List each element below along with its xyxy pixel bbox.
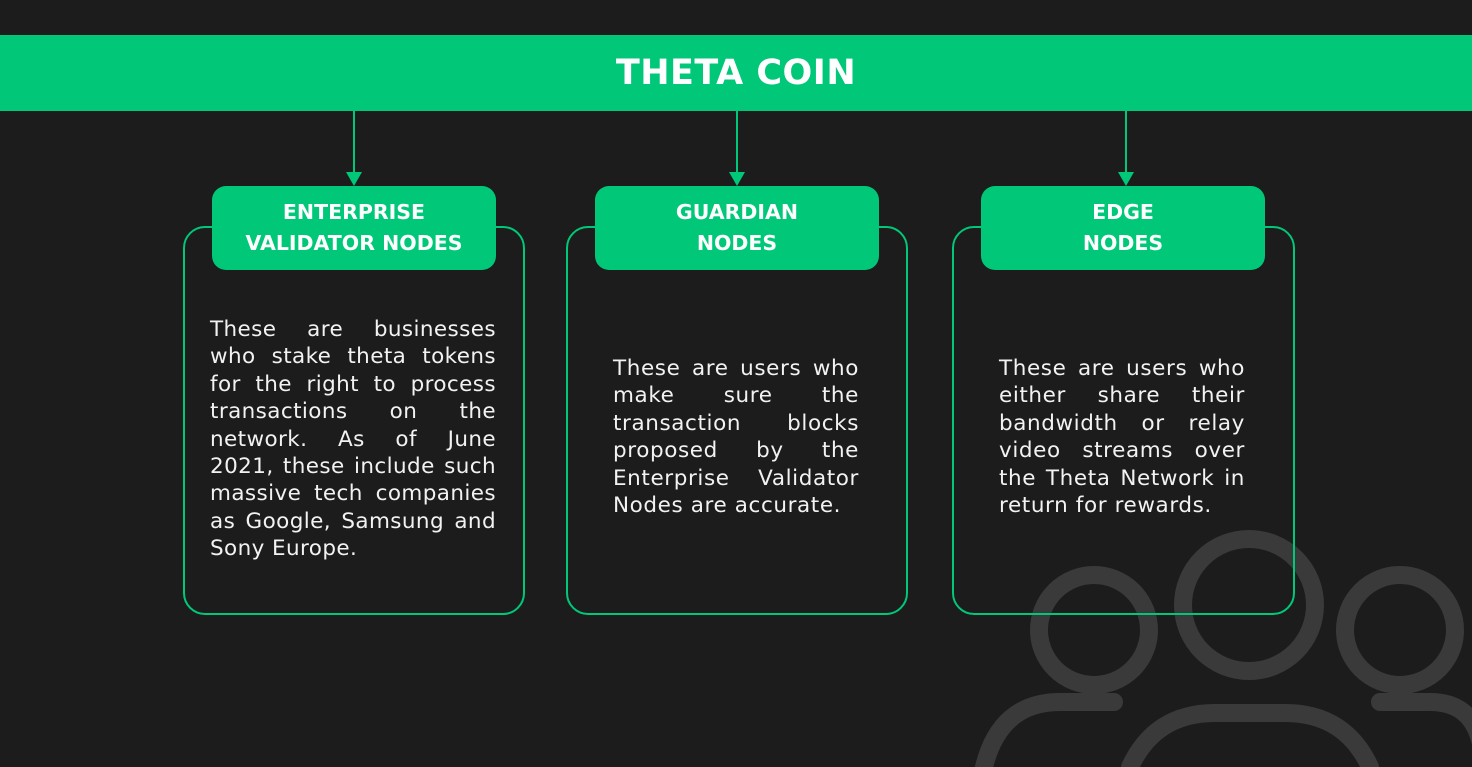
node-title-line2: VALIDATOR NODES [245, 231, 463, 255]
arrow-head-icon [1118, 172, 1134, 186]
node-title-line2: NODES [696, 231, 778, 255]
node-description-edge: These are users who either share their b… [999, 356, 1245, 519]
node-header-enterprise: ENTERPRISE VALIDATOR NODES [212, 186, 496, 270]
node-title-line2: NODES [1082, 231, 1164, 255]
connector-arrow-2 [736, 111, 738, 174]
node-title-line1: EDGE [1092, 200, 1154, 224]
node-header-guardian: GUARDIAN NODES [595, 186, 879, 270]
connector-arrow-1 [353, 111, 355, 174]
diagram-title: THETA COIN [615, 53, 857, 93]
node-header-edge: EDGE NODES [981, 186, 1265, 270]
title-banner: THETA COIN [0, 35, 1472, 111]
node-description-guardian: These are users who make sure the transa… [613, 356, 859, 519]
connector-arrow-3 [1125, 111, 1127, 174]
arrow-head-icon [346, 172, 362, 186]
node-title-line1: GUARDIAN [675, 200, 799, 224]
node-description-enterprise: These are businesses who stake theta tok… [210, 317, 496, 562]
node-title-line1: ENTERPRISE [282, 200, 426, 224]
arrow-head-icon [729, 172, 745, 186]
people-group-icon [975, 530, 1472, 767]
